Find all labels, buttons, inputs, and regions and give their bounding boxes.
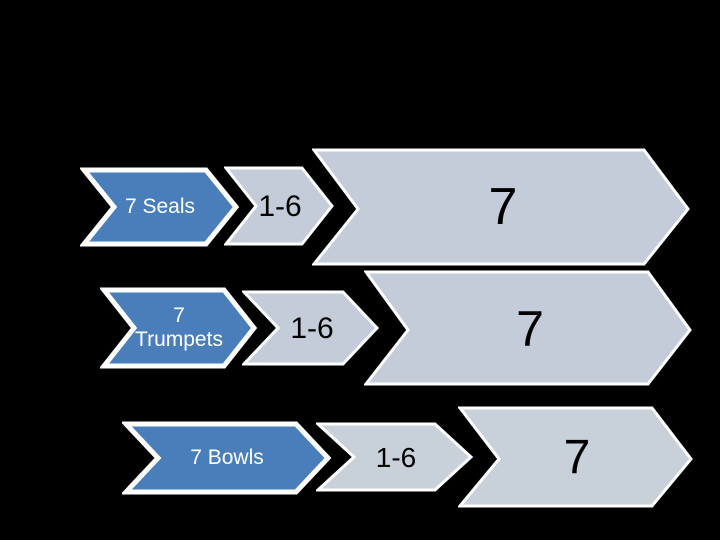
chevron-7-trumpets[interactable]: 7 Trumpets — [100, 286, 258, 370]
chevron-shape-icon — [364, 270, 696, 388]
chevron-label: 7 — [563, 431, 591, 485]
chevron-label: 1-6 — [290, 312, 334, 346]
chevron-label: 1-6 — [375, 442, 417, 474]
chevron-shape-icon — [80, 167, 240, 247]
chevron-7-seals[interactable]: 7 Seals — [80, 166, 240, 248]
chevron-seals-1-6[interactable]: 1-6 — [224, 166, 336, 248]
chevron-label: 7 Bowls — [190, 446, 264, 470]
chevron-7-bowls[interactable]: 7 Bowls — [122, 420, 332, 496]
chevron-shape-icon — [458, 406, 696, 510]
chevron-shape-icon — [242, 290, 382, 368]
chevron-trumpets-1-6[interactable]: 1-6 — [242, 290, 382, 368]
chevron-seals-7[interactable]: 7 — [312, 148, 694, 266]
chevron-shape-icon — [316, 422, 476, 494]
chevron-label: 7 — [488, 177, 518, 236]
chevron-label: 7 Seals — [124, 195, 196, 219]
chevron-shape-icon — [224, 166, 336, 248]
chevron-bowls-1-6[interactable]: 1-6 — [316, 422, 476, 494]
chevron-shape-icon — [312, 148, 694, 266]
chevron-label: 1-6 — [258, 190, 302, 224]
chevron-trumpets-7[interactable]: 7 — [364, 270, 696, 388]
chevron-label: 7 Trumpets — [135, 304, 223, 351]
chevron-bowls-7[interactable]: 7 — [458, 406, 696, 510]
chevron-label: 7 — [516, 301, 544, 357]
chevron-shape-icon — [100, 287, 258, 369]
chevron-shape-icon — [122, 421, 332, 495]
